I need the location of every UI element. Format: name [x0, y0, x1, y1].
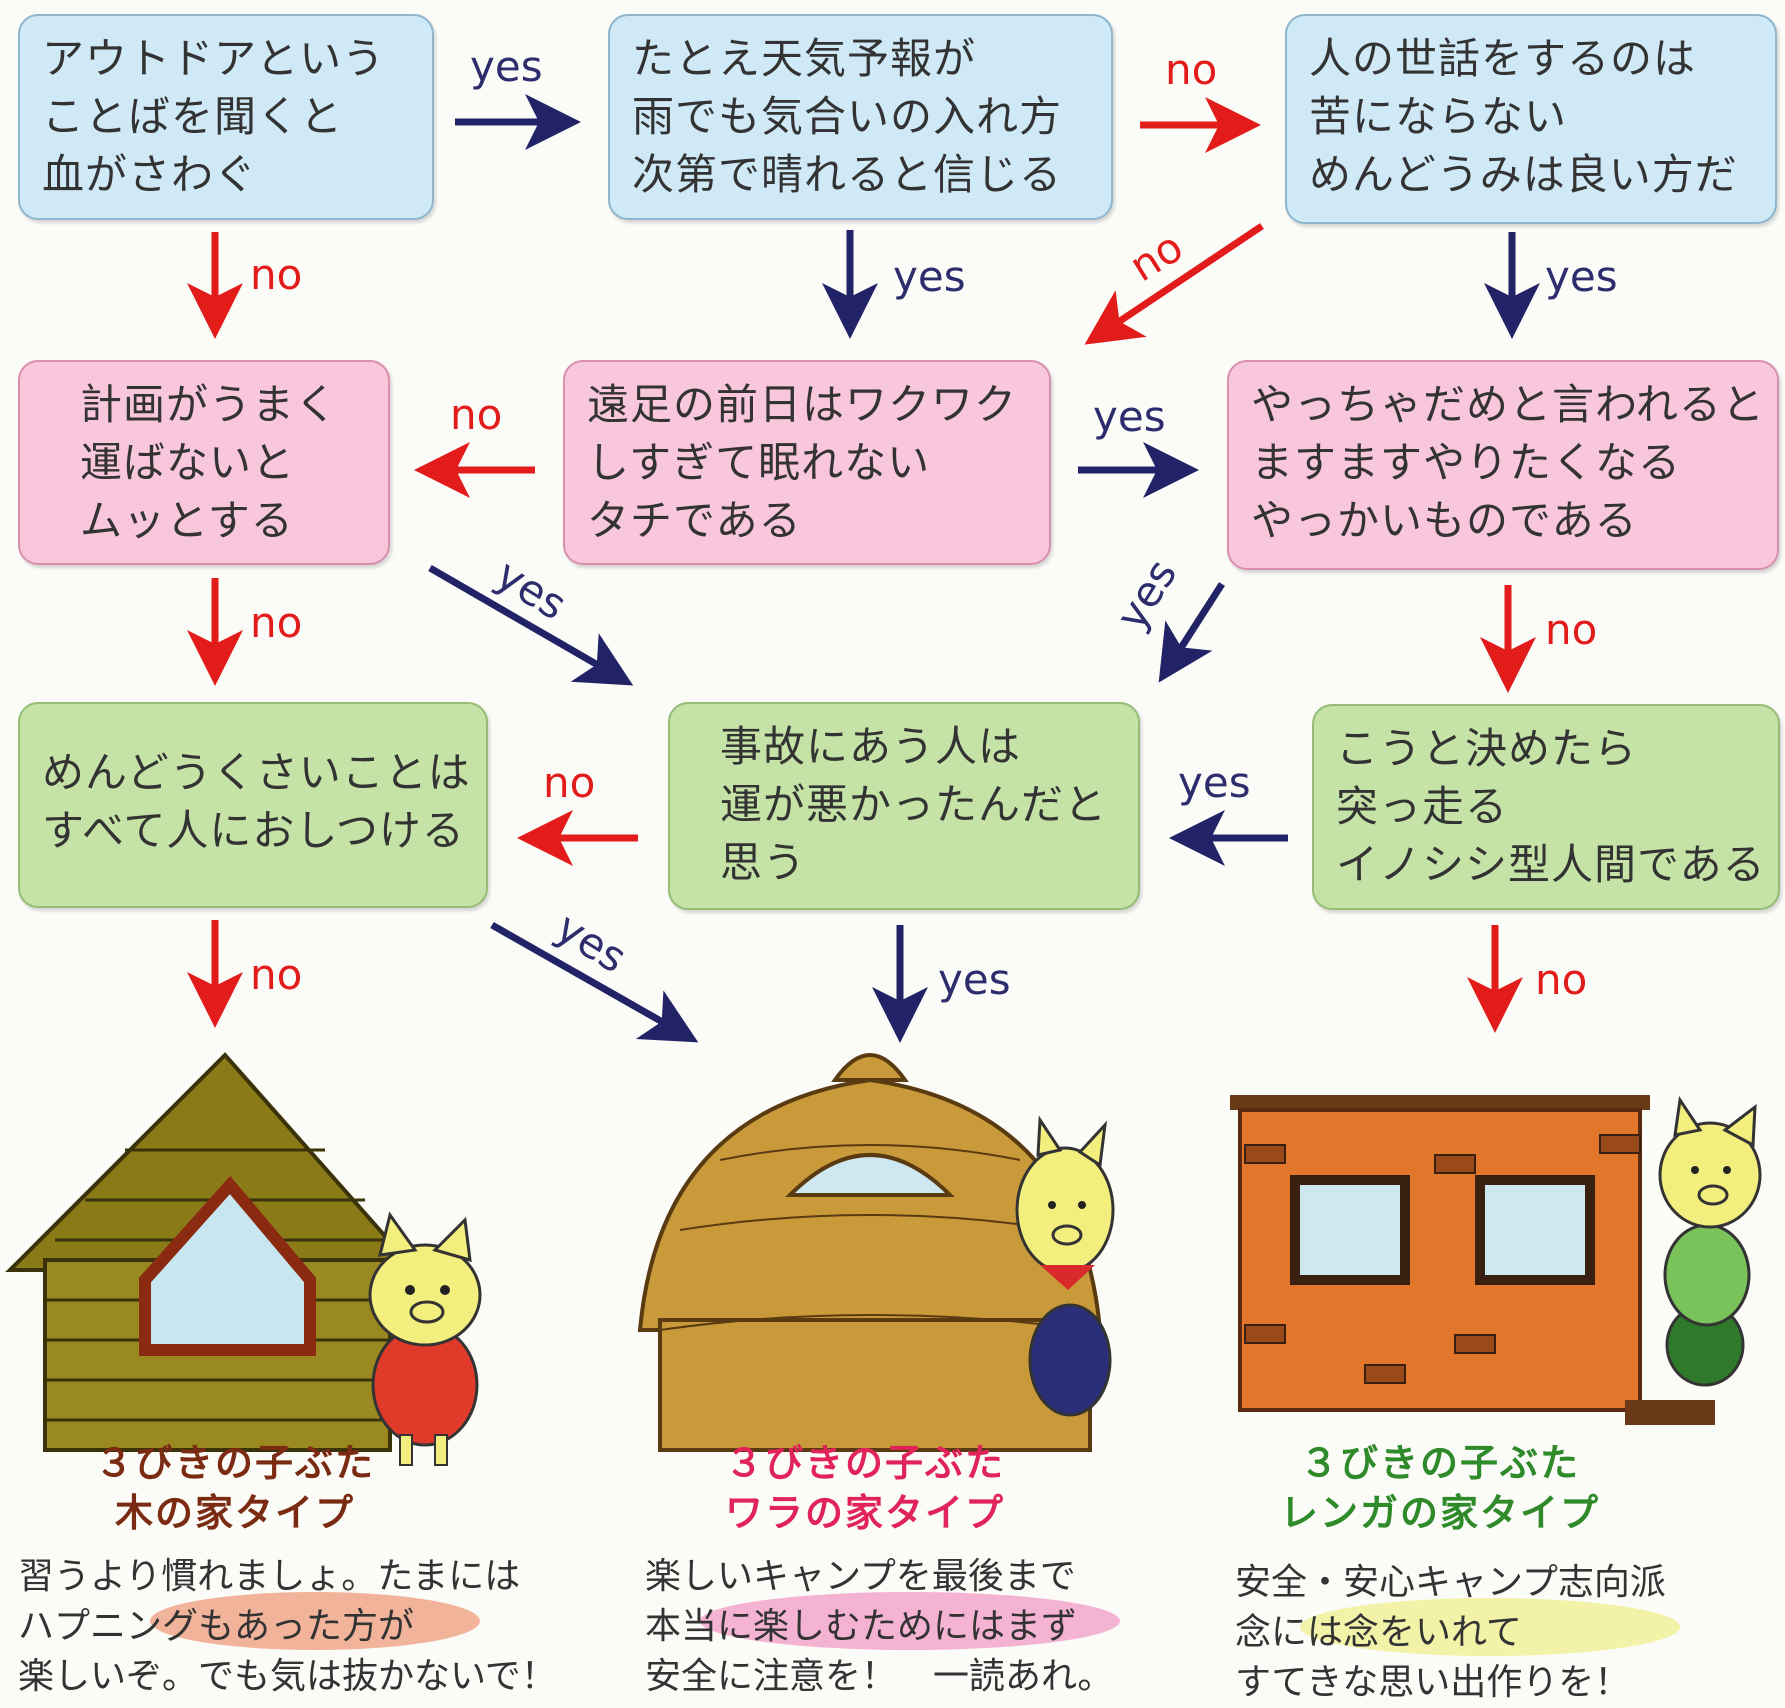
- question-q8: 事故にあう人は 運が悪かったんだと 思う: [668, 702, 1140, 910]
- result-desc-line: 習うより慣れましょ。たまには: [18, 1556, 521, 1597]
- question-q9: こうと決めたら 突っ走る イノシシ型人間である: [1312, 704, 1780, 910]
- result-desc-straw: 楽しいキャンプを最後まで 本当に楽しむためにはまず 安全に注意を！ 一読あれ。: [645, 1552, 1113, 1702]
- brick-house-pig-illustration: [1230, 1095, 1762, 1425]
- question-line: 運ばないと: [80, 438, 296, 487]
- label-yes: yes: [893, 252, 966, 301]
- question-line: 計画がうまく: [80, 380, 339, 429]
- result-desc-line: ハプニングもあった方が: [18, 1606, 415, 1647]
- question-line: ますますやりたくなる: [1251, 438, 1682, 487]
- result-desc-line: 念には念をいれて: [1235, 1612, 1522, 1653]
- question-line: 運が悪かったんだと: [720, 780, 1108, 829]
- question-line: 思う: [720, 838, 807, 887]
- result-title-wood: ３びきの子ぶた 木の家タイプ: [70, 1438, 400, 1538]
- highlight-brick: [1300, 1598, 1680, 1656]
- arrow-q3-q5-no: [1084, 223, 1264, 345]
- label-no: no: [250, 250, 303, 299]
- label-yes: yes: [547, 902, 636, 983]
- result-desc-line: 本当に楽しむためにはまず: [645, 1606, 1078, 1647]
- question-line: やっちゃだめと言われると: [1251, 380, 1765, 429]
- question-line: すべて人におしつける: [42, 806, 465, 855]
- straw-house-pig-illustration: [637, 1053, 1115, 1452]
- question-line: 遠足の前日はワクワク: [587, 380, 1018, 429]
- label-no: no: [250, 950, 303, 999]
- question-line: アウトドアという: [42, 34, 386, 83]
- result-desc-wood: 習うより慣れましょ。たまには ハプニングもあった方が 楽しいぞ。でも気は抜かない…: [18, 1552, 557, 1702]
- question-line: イノシシ型人間である: [1336, 840, 1766, 889]
- result-title-line: ３びきの子ぶた: [724, 1441, 1005, 1485]
- question-line: 突っ走る: [1336, 782, 1509, 831]
- question-line: やっかいものである: [1251, 496, 1638, 545]
- question-line: 次第で晴れると信じる: [632, 150, 1063, 199]
- result-title-straw: ３びきの子ぶた ワラの家タイプ: [700, 1438, 1030, 1538]
- question-line: めんどうみは良い方だ: [1309, 150, 1738, 199]
- question-q5: 遠足の前日はワクワク しすぎて眠れない タチである: [563, 360, 1051, 565]
- question-line: たとえ天気予報が: [632, 34, 977, 83]
- question-line: 事故にあう人は: [720, 722, 1022, 771]
- label-yes: yes: [938, 955, 1011, 1004]
- wood-house-pig-illustration: [5, 1052, 482, 1466]
- label-yes: yes: [470, 42, 543, 91]
- question-q6: やっちゃだめと言われると ますますやりたくなる やっかいものである: [1227, 360, 1779, 570]
- question-line: 雨でも気合いの入れ方: [632, 92, 1063, 141]
- question-line: しすぎて眠れない: [587, 438, 931, 487]
- question-q7: めんどうくさいことは すべて人におしつける: [18, 702, 488, 908]
- result-desc-line: 安全・安心キャンプ志向派: [1235, 1562, 1666, 1603]
- label-no: no: [450, 390, 503, 439]
- highlight-straw: [700, 1592, 1120, 1650]
- question-q4: 計画がうまく 運ばないと ムッとする: [18, 360, 390, 565]
- label-no: no: [1535, 955, 1588, 1004]
- label-no: no: [1120, 221, 1192, 292]
- question-q1: アウトドアという ことばを聞くと 血がさわぐ: [18, 14, 434, 220]
- result-title-line: ３びきの子ぶた: [94, 1441, 375, 1485]
- question-line: こうと決めたら: [1336, 724, 1638, 773]
- result-desc-brick: 安全・安心キャンプ志向派 念には念をいれて すてきな思い出作りを！: [1235, 1558, 1666, 1708]
- question-q3: 人の世話をするのは 苦にならない めんどうみは良い方だ: [1285, 14, 1777, 224]
- question-line: 血がさわぐ: [42, 150, 258, 199]
- question-line: めんどうくさいことは: [42, 748, 471, 797]
- label-yes: yes: [487, 549, 576, 630]
- label-yes: yes: [1178, 758, 1251, 807]
- question-line: 苦にならない: [1309, 92, 1568, 141]
- result-title-brick: ３びきの子ぶた レンガの家タイプ: [1270, 1438, 1610, 1538]
- question-line: ムッとする: [80, 496, 294, 545]
- label-yes: yes: [1545, 252, 1618, 301]
- label-no: no: [543, 758, 596, 807]
- result-desc-line: 安全に注意を！ 一読あれ。: [645, 1656, 1114, 1697]
- result-desc-line: すてきな思い出作りを！: [1235, 1662, 1631, 1703]
- arrow-q6-q8-yes: [1158, 582, 1225, 683]
- result-title-line: レンガの家タイプ: [1279, 1491, 1600, 1535]
- label-no: no: [1165, 45, 1218, 94]
- result-title-line: 木の家タイプ: [114, 1491, 355, 1535]
- result-desc-line: 楽しいぞ。でも気は抜かないで！: [18, 1656, 557, 1697]
- result-title-line: ワラの家タイプ: [724, 1491, 1005, 1535]
- question-line: 人の世話をするのは: [1309, 34, 1697, 83]
- label-yes: yes: [1093, 392, 1166, 441]
- highlight-wood: [150, 1592, 480, 1650]
- question-line: ことばを聞くと: [42, 92, 344, 141]
- label-yes: yes: [1106, 550, 1187, 639]
- question-q2: たとえ天気予報が 雨でも気合いの入れ方 次第で晴れると信じる: [608, 14, 1113, 220]
- label-no: no: [1545, 605, 1598, 654]
- result-title-line: ３びきの子ぶた: [1299, 1441, 1580, 1485]
- label-no: no: [250, 598, 303, 647]
- result-desc-line: 楽しいキャンプを最後まで: [645, 1556, 1076, 1597]
- question-line: タチである: [587, 496, 802, 545]
